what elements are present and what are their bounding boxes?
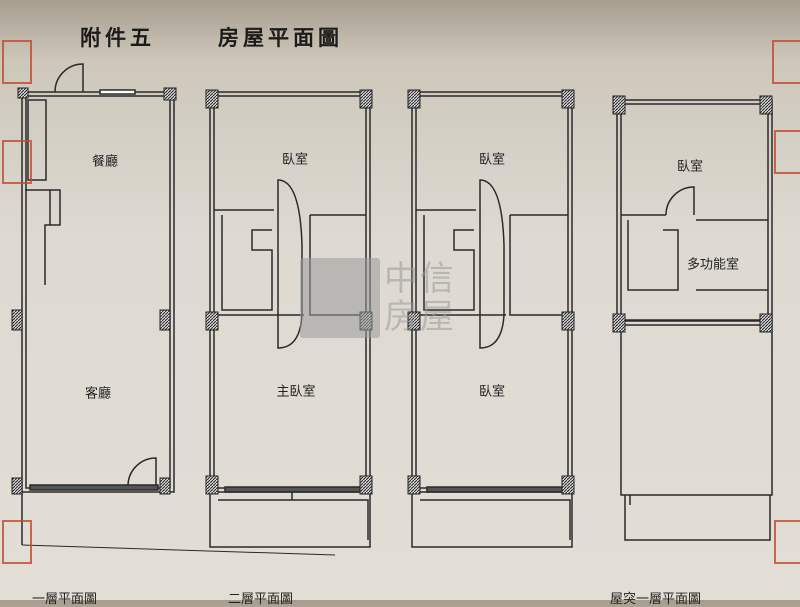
watermark-text: 中信房屋 (384, 259, 456, 337)
room-label: 臥室 (281, 152, 309, 168)
seal-stamp-icon (772, 40, 800, 84)
room-label: 臥室 (478, 152, 506, 168)
plan-4 (616, 99, 773, 541)
plan-caption: 二層平面圖 (228, 592, 294, 607)
room-label: 臥室 (478, 384, 506, 400)
room-label: 餐廳 (91, 154, 119, 170)
attachment-label: 附件五 (80, 26, 155, 50)
watermark-logo-icon (300, 258, 380, 338)
watermark: 中信房屋 (300, 258, 464, 338)
plan-3 (411, 91, 573, 548)
seal-stamp-icon (774, 130, 800, 174)
seal-stamp-icon (2, 40, 32, 84)
room-label: 主臥室 (276, 384, 316, 400)
plan-caption: 屋突一層平面圖 (610, 592, 702, 607)
seal-stamp-icon (2, 520, 32, 564)
room-label: 多功能室 (686, 257, 740, 273)
seal-stamp-icon (774, 520, 800, 564)
room-label: 臥室 (676, 159, 704, 175)
room-label: 客廳 (84, 386, 112, 402)
seal-stamp-icon (2, 140, 32, 184)
plan-1 (21, 63, 336, 556)
pillars (11, 87, 773, 495)
page-title: 房屋平面圖 (218, 26, 343, 50)
plan-caption: 一層平面圖 (32, 592, 98, 607)
